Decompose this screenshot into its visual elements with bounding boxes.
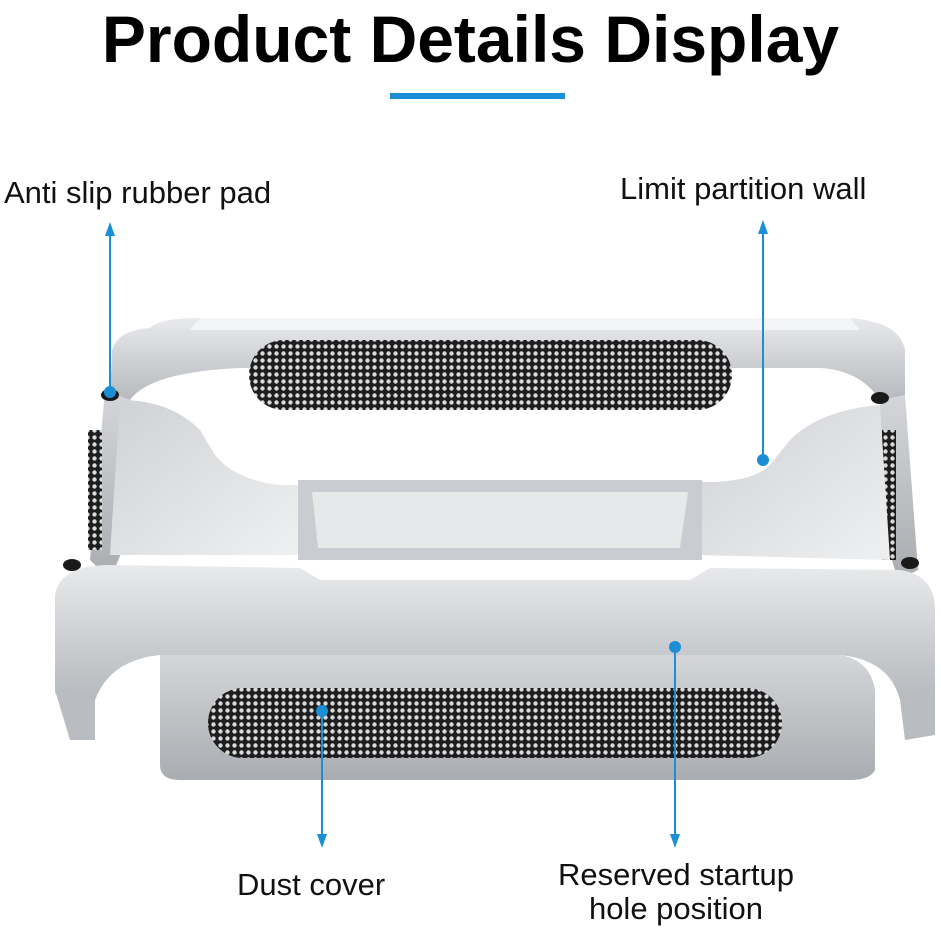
limit-wall-callout-dot xyxy=(757,454,769,466)
dust-cover-label: Dust cover xyxy=(237,867,386,902)
back-dust-cover-mesh xyxy=(249,340,732,410)
page-title: Product Details Display xyxy=(101,2,840,76)
limit-wall-label: Limit partition wall xyxy=(620,171,867,206)
anti-slip-callout-dot xyxy=(104,386,116,398)
title-underline xyxy=(390,93,565,99)
arrow-down-icon xyxy=(670,834,680,848)
front-dust-cover-mesh xyxy=(208,688,782,758)
dust-cover-callout-dot xyxy=(316,705,328,717)
limit-partition-wall xyxy=(700,405,890,560)
reserved-hole-label-line1: Reserved startup xyxy=(557,857,795,892)
reserved-hole-callout-dot xyxy=(669,641,681,653)
rubber-pad xyxy=(871,392,889,404)
left-partition xyxy=(110,400,300,555)
reserved-hole-label-line2: hole position xyxy=(588,891,764,926)
arrow-down-icon xyxy=(317,834,327,848)
rubber-pad xyxy=(901,557,919,569)
arrow-up-icon xyxy=(758,220,768,234)
arrow-up-icon xyxy=(105,222,115,236)
rubber-pad xyxy=(63,559,81,571)
reserved-hole-label: Reserved startup hole position xyxy=(540,858,812,926)
anti-slip-label: Anti slip rubber pad xyxy=(4,175,272,210)
